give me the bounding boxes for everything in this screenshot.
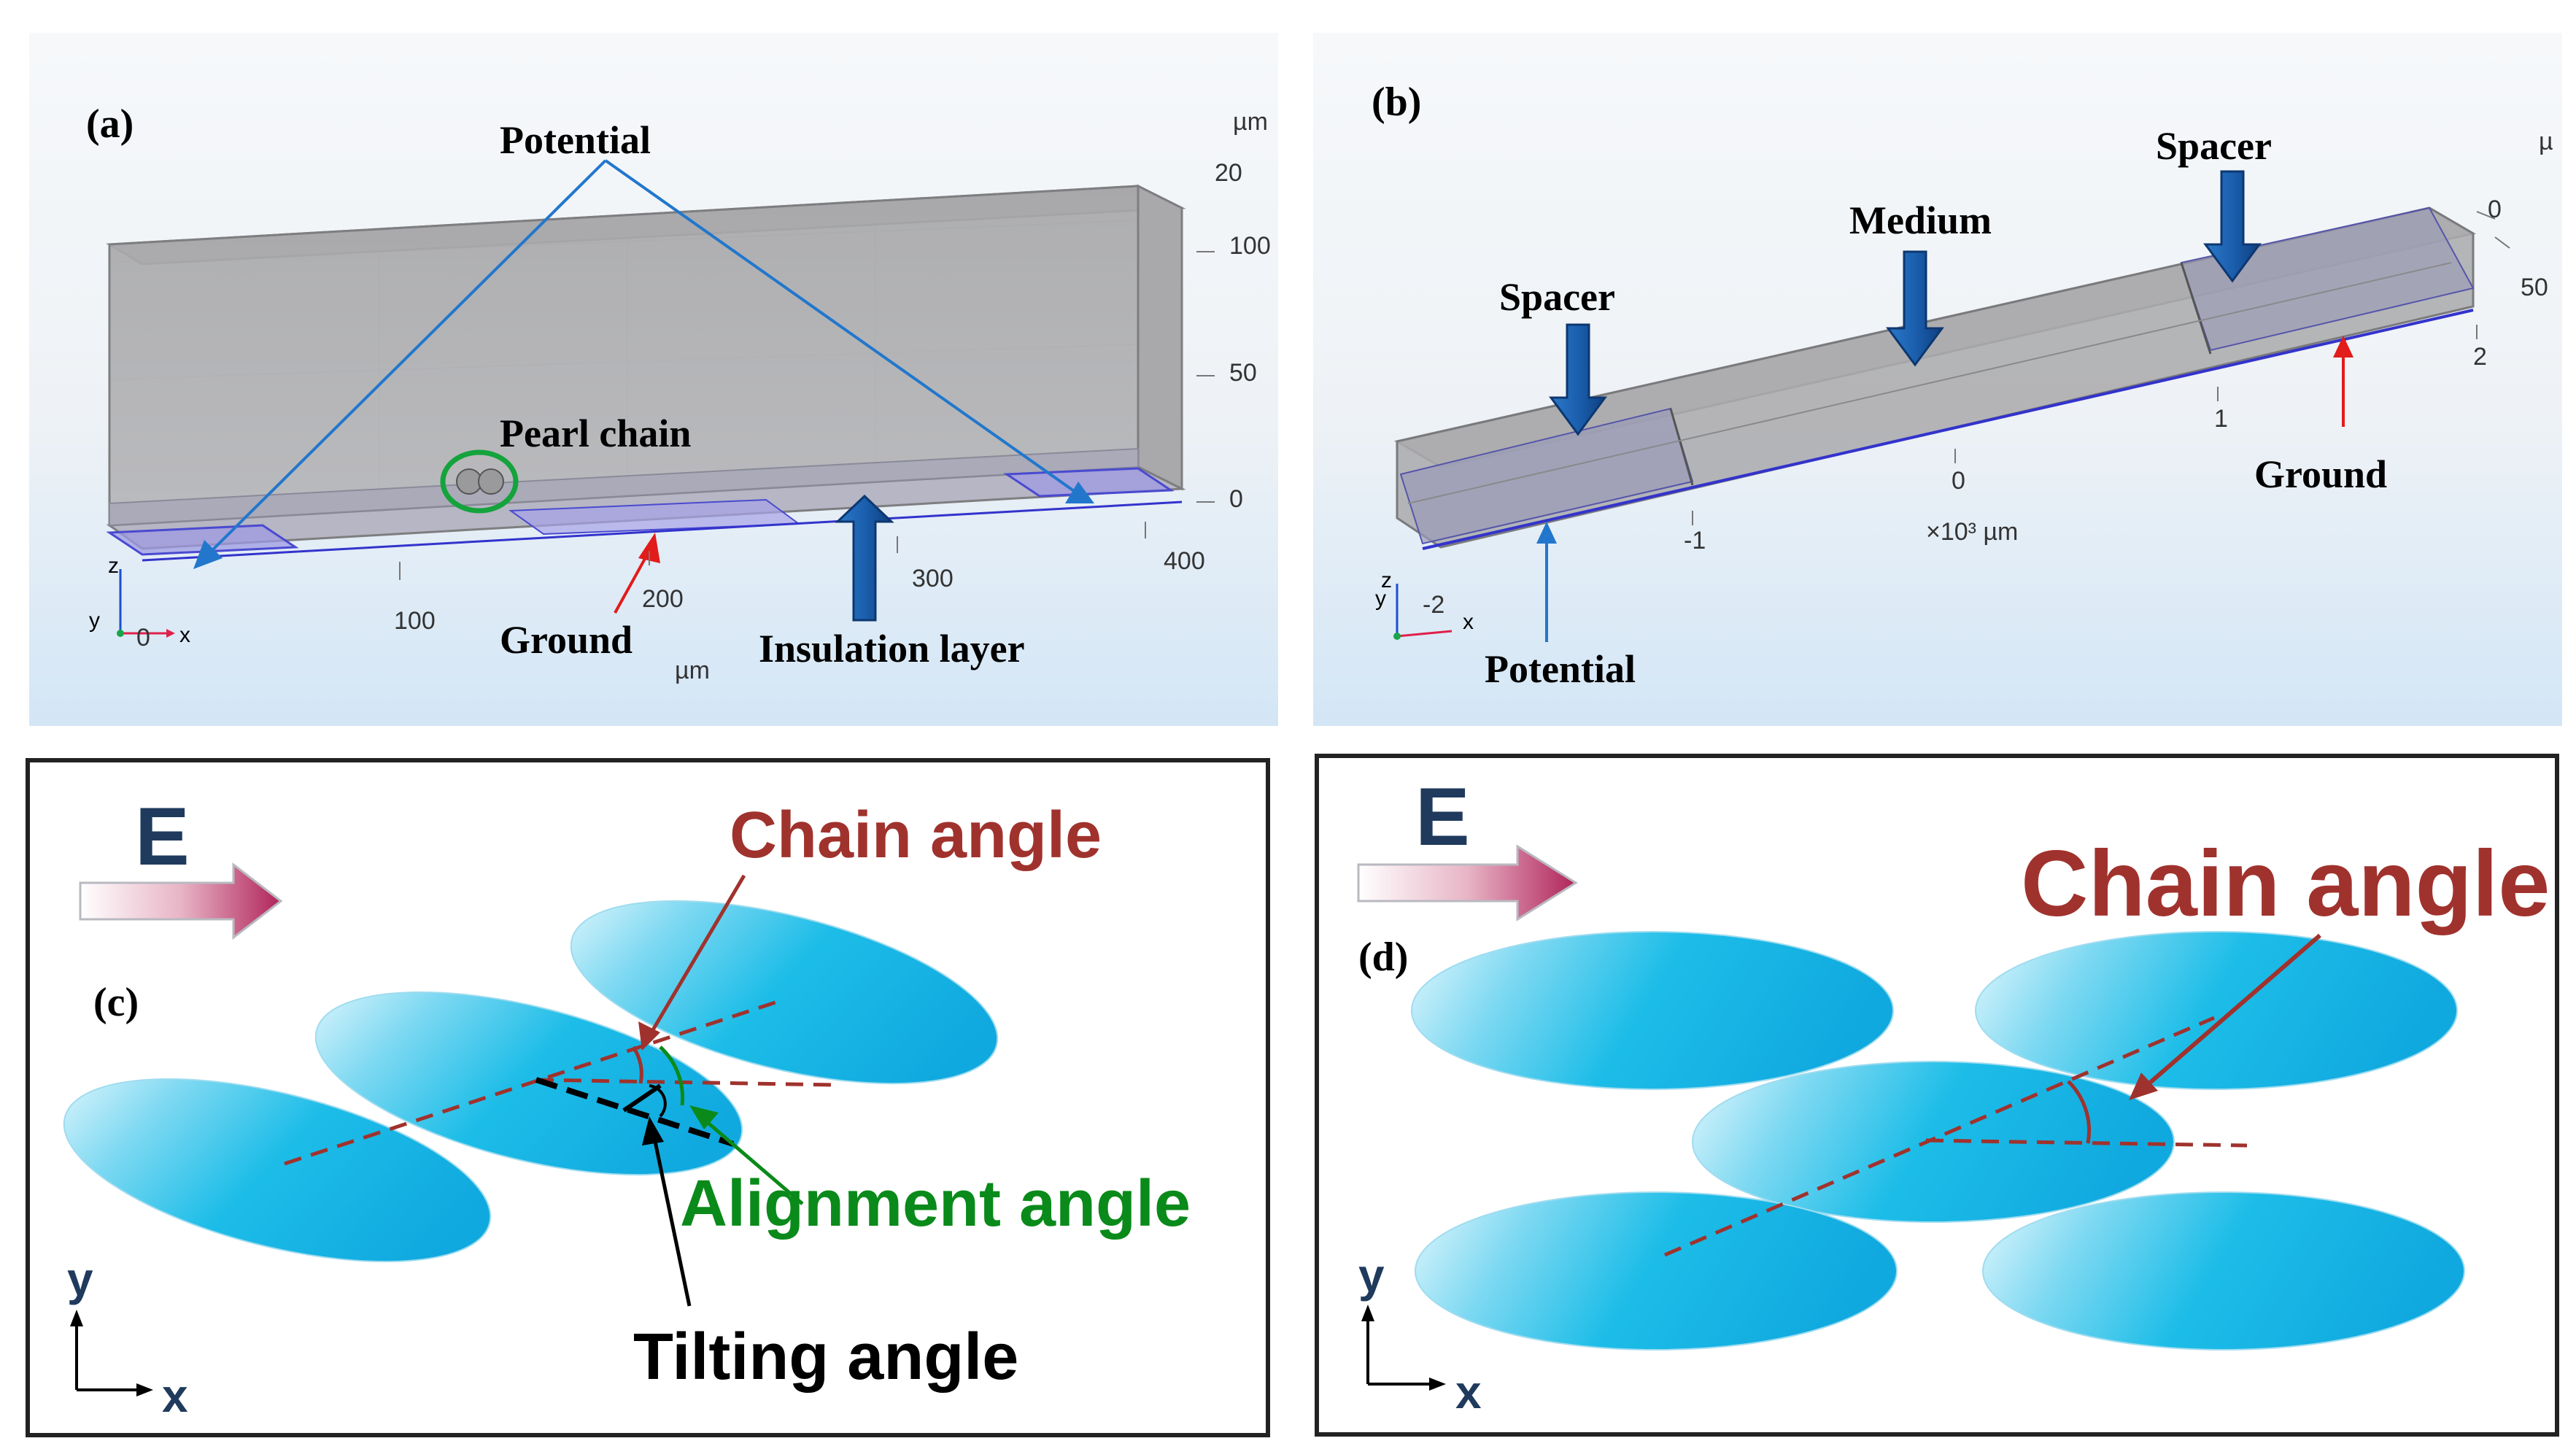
- prism-bottom-edge: [1422, 309, 2474, 550]
- angle-lines-c: [284, 997, 836, 1166]
- medium-label: Medium: [1849, 198, 1992, 242]
- ground-arrow-a: [614, 533, 660, 614]
- particle-d-top-right: [1975, 931, 2458, 1090]
- axis-z-a: z: [108, 554, 119, 578]
- field-label-d: E: [1415, 771, 1470, 862]
- x-tick-100: 100: [394, 607, 436, 635]
- particle-d-top-left: [1411, 931, 1894, 1090]
- field-arrow-c: [79, 862, 283, 940]
- prism-divider-left: [1669, 408, 1694, 486]
- axis-y-a: y: [89, 608, 100, 633]
- panel-d: E Chain angle (d) y x: [1315, 754, 2559, 1437]
- z-tick-0: 0: [1229, 485, 1243, 513]
- potential-label-a: Potential: [500, 118, 651, 162]
- axis-x-c: x: [162, 1369, 188, 1422]
- pearl-chain-marker: [440, 449, 519, 514]
- pearl-chain-label: Pearl chain: [500, 411, 691, 455]
- axis-triad-a: [117, 569, 175, 638]
- potential-arrows: [193, 159, 1094, 569]
- particle-c-right: [570, 900, 999, 1085]
- axis-triad-b: [1393, 584, 1453, 640]
- ground-label-b: Ground: [2254, 452, 2387, 496]
- b-x-tick-1: 1: [2214, 405, 2228, 433]
- ground-arrow-b: [2333, 336, 2353, 427]
- b-x-tick-0: 0: [1952, 467, 1965, 495]
- b-right-tick-0: 0: [2488, 196, 2502, 223]
- alignment-angle-arrow: [689, 1105, 804, 1205]
- axis-c: y x: [67, 1253, 188, 1422]
- b-right-tick-50: 50: [2521, 274, 2548, 301]
- x-tick-400: 400: [1164, 547, 1205, 575]
- b-x-tick-n2: -2: [1423, 591, 1444, 619]
- electrode-right: [1003, 467, 1175, 498]
- unit-top-b: µ: [2539, 128, 2553, 155]
- unit-label-b: ×10³ µm: [1926, 518, 2018, 546]
- box-insulation-strip: [109, 447, 1139, 527]
- panel-c-label: (c): [93, 980, 139, 1025]
- prism-divider-right: [2180, 262, 2212, 355]
- axis-z-b: z: [1381, 568, 1392, 592]
- particle-c-left: [63, 1078, 492, 1263]
- spacer-left-label: Spacer: [1499, 275, 1615, 319]
- unit-top-a: µm: [1233, 108, 1268, 136]
- prism-inner-line: [1407, 262, 2452, 504]
- particle-d-bottom-right: [1982, 1191, 2465, 1351]
- spacer-right-arrow: [2203, 170, 2262, 283]
- spacer-right-label: Spacer: [2156, 124, 2272, 168]
- field-arrow-d: [1357, 844, 1578, 921]
- axis-y-c: y: [67, 1253, 93, 1305]
- axis-x-a: x: [179, 623, 190, 647]
- x-tick-300: 300: [912, 565, 954, 592]
- spacer-left-arrow: [1549, 323, 1607, 436]
- z-tick-50: 50: [1229, 359, 1257, 387]
- tilting-angle-arrow: [642, 1116, 692, 1307]
- panel-c: E Chain angl: [26, 758, 1270, 1437]
- insulation-arrow: [835, 494, 894, 622]
- panel-b-ticks: [1692, 211, 2510, 525]
- axis-y-d: y: [1358, 1249, 1385, 1302]
- potential-arrow-b: [1536, 522, 1557, 642]
- b-x-tick-n1: -1: [1684, 527, 1706, 555]
- particle-d-bottom-left: [1415, 1191, 1898, 1351]
- panel-a-ticks: [399, 251, 1215, 580]
- axis-y-b: y: [1375, 587, 1386, 611]
- insulation-label: Insulation layer: [759, 627, 1025, 671]
- particles-d: [1411, 931, 2465, 1351]
- b-x-tick-2: 2: [2473, 343, 2487, 371]
- chain-angle-label-d: Chain angle: [2021, 832, 2550, 936]
- x-tick-0: 0: [136, 624, 150, 652]
- panel-d-label: (d): [1358, 935, 1408, 980]
- bottom-edge-blue: [142, 501, 1183, 562]
- medium-arrow: [1886, 250, 1944, 367]
- chain-angle-arrow-d: [2129, 933, 2321, 1100]
- panel-a-label: (a): [86, 101, 134, 147]
- angle-lines-d: [1664, 1016, 2248, 1257]
- axis-x-b: x: [1463, 610, 1474, 634]
- axis-d: y x: [1358, 1249, 1482, 1418]
- ground-label-a: Ground: [500, 618, 633, 662]
- tilting-angle-label: Tilting angle: [633, 1321, 1018, 1394]
- panel-a: (a) Potential Pearl chain Ground Insulat…: [29, 33, 1278, 726]
- alignment-angle-label: Alignment angle: [680, 1167, 1191, 1240]
- x-tick-200: 200: [642, 585, 684, 613]
- box-right-face: [1137, 184, 1183, 491]
- chain-angle-arrow-c: [638, 874, 746, 1051]
- panel-b-label: (b): [1372, 80, 1421, 125]
- electrode-left: [106, 524, 299, 556]
- potential-label-b: Potential: [1485, 647, 1636, 691]
- z-tick-20: 20: [1215, 159, 1242, 187]
- unit-bottom-a: µm: [675, 657, 710, 684]
- chain-angle-label-c: Chain angle: [730, 799, 1102, 872]
- axis-x-d: x: [1455, 1366, 1482, 1418]
- panel-b: (b) Spacer Medium Spacer Ground Potentia…: [1313, 33, 2562, 726]
- field-label-c: E: [135, 791, 190, 882]
- z-tick-100: 100: [1229, 232, 1271, 260]
